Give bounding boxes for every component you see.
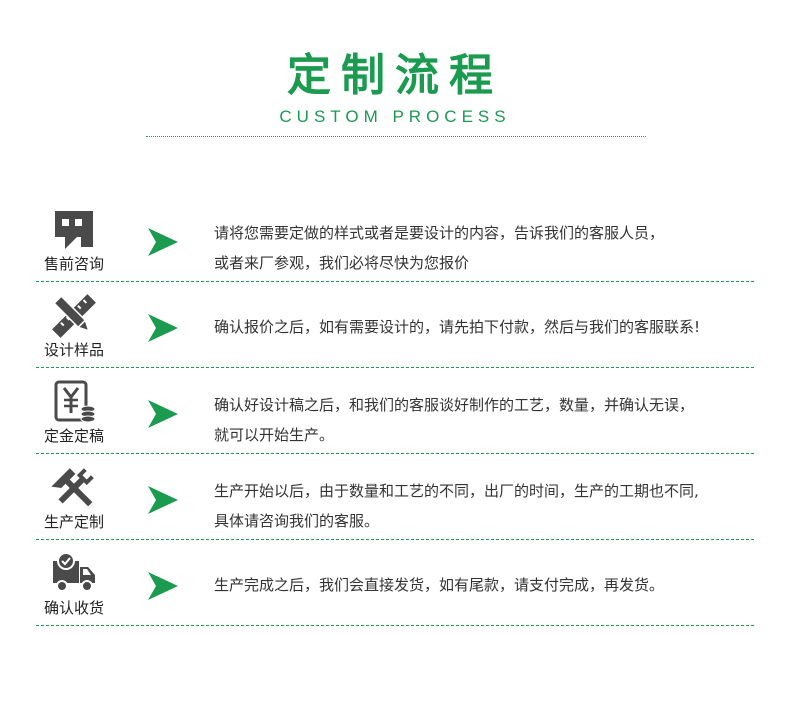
- arrow-right-icon: [148, 486, 178, 514]
- step-divider: [36, 367, 754, 368]
- step-description: 确认报价之后，如有需要设计的，请先拍下付款，然后与我们的客服联系!: [214, 312, 758, 342]
- process-step: 设计样品 确认报价之后，如有需要设计的，请先拍下付款，然后与我们的客服联系!: [0, 282, 790, 368]
- arrow-right-icon: [148, 314, 178, 342]
- yen-document-icon: [36, 378, 112, 426]
- process-step: 定金定稿 确认好设计稿之后，和我们的客服谈好制作的工艺，数量，并确认无误， 就可…: [0, 368, 790, 454]
- process-step: 生产定制 生产开始以后，由于数量和工艺的不同，出厂的时间，生产的工期也不同, 具…: [0, 454, 790, 540]
- page-header: 定制流程 CUSTOM PROCESS: [0, 0, 790, 140]
- step-divider: [36, 453, 754, 454]
- step-description-line: 生产开始以后，由于数量和工艺的不同，出厂的时间，生产的工期也不同,: [214, 482, 699, 500]
- step-divider: [36, 281, 754, 282]
- step-description: 确认好设计稿之后，和我们的客服谈好制作的工艺，数量，并确认无误， 就可以开始生产…: [214, 390, 758, 450]
- step-divider: [36, 625, 754, 626]
- arrow-right-icon: [148, 400, 178, 428]
- process-step: 售前咨询 请将您需要定做的样式或者是要设计的内容，告诉我们的客服人员， 或者来厂…: [0, 196, 790, 282]
- step-description-line: 确认报价之后，如有需要设计的，请先拍下付款，然后与我们的客服联系!: [214, 318, 701, 336]
- page-title: 定制流程: [287, 50, 503, 101]
- step-description-line: 就可以开始生产。: [214, 426, 335, 444]
- step-description-line: 请将您需要定做的样式或者是要设计的内容，告诉我们的客服人员，: [214, 224, 665, 242]
- step-divider: [36, 539, 754, 540]
- step-description-line: 生产完成之后，我们会直接发货，如有尾款，请支付完成，再发货。: [214, 576, 665, 594]
- step-label: 确认收货: [43, 599, 104, 617]
- step-description: 生产开始以后，由于数量和工艺的不同，出厂的时间，生产的工期也不同, 具体请咨询我…: [214, 476, 758, 536]
- arrow-right-icon: [148, 572, 178, 600]
- step-description-line: 或者来厂参观，我们必将尽快为您报价: [214, 254, 470, 272]
- hammer-wrench-icon: [36, 464, 112, 512]
- step-description: 请将您需要定做的样式或者是要设计的内容，告诉我们的客服人员， 或者来厂参观，我们…: [214, 218, 758, 278]
- step-label: 定金定稿: [43, 427, 104, 445]
- step-label: 设计样品: [43, 341, 104, 359]
- page-subtitle: CUSTOM PROCESS: [279, 107, 511, 126]
- step-description-line: 确认好设计稿之后，和我们的客服谈好制作的工艺，数量，并确认无误，: [214, 396, 695, 414]
- delivery-truck-icon: [36, 550, 112, 598]
- arrow-right-icon: [148, 228, 178, 256]
- step-label: 生产定制: [43, 513, 104, 531]
- step-label: 售前咨询: [43, 255, 104, 273]
- step-description-line: 具体请咨询我们的客服。: [214, 512, 380, 530]
- process-step: 确认收货 生产完成之后，我们会直接发货，如有尾款，请支付完成，再发货。: [0, 540, 790, 626]
- pencil-ruler-icon: [36, 292, 112, 340]
- chat-bubble-icon: [36, 206, 112, 254]
- step-description: 生产完成之后，我们会直接发货，如有尾款，请支付完成，再发货。: [214, 570, 758, 600]
- header-divider: [146, 136, 646, 137]
